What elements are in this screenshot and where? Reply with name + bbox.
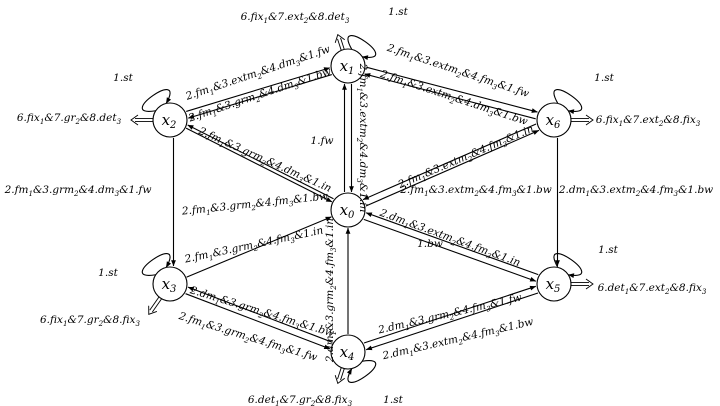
edge-x1-x6: [366, 66, 538, 113]
edge-label-x0-x1: 1.fw: [311, 135, 334, 147]
self-loop-label-x2: 1.st: [113, 72, 133, 84]
edge-label-x0-x5: 1.bw: [417, 238, 443, 250]
state-node-x6: x6: [536, 102, 572, 138]
edge-x2-x1: [186, 67, 331, 112]
edge-x3-x0: [186, 216, 332, 278]
state-node-x1: x1: [330, 48, 366, 84]
self-loop-label-x4: 1.st: [383, 394, 403, 406]
edge-x6-x0: [362, 123, 537, 201]
edge-x0-x6: [365, 129, 540, 207]
state-node-x0: x0: [330, 192, 366, 228]
edge-x0-x5: [363, 218, 537, 282]
exit-arrow-x5: [571, 278, 594, 290]
edge-label-x5-x0: 2.dm1&3.extm2&4.fm3&1.in: [376, 207, 522, 271]
state-node-x5: x5: [536, 266, 572, 302]
edge-x5-x4: [365, 292, 539, 351]
state-node-label-x5: x5: [546, 275, 561, 295]
self-loop-label-x3: 1.st: [98, 267, 118, 279]
self-loop-x1: [347, 35, 377, 61]
state-node-x2: x2: [152, 102, 188, 138]
edge-x1-x2: [187, 74, 332, 119]
exit-label-x1: 6.fix1&7.ext2&8.det3: [241, 11, 350, 25]
state-node-label-x4: x4: [340, 343, 355, 363]
exit-label-x2: 6.fix1&7.gr2&8.det3: [17, 112, 122, 126]
exit-arrow-x4: [334, 367, 345, 385]
edge-label-x3-x4: 2.fm1&3.grm2&4.fm3&1.fw: [176, 310, 319, 366]
self-loop-x2: [141, 89, 172, 112]
edge-label-x6-x1: 2.fm1&3.extm2&4.dm3&1.bw: [377, 68, 529, 130]
edge-x4-x3: [187, 286, 333, 343]
state-node-label-x0: x0: [340, 201, 355, 221]
state-node-label-x1: x1: [340, 57, 355, 77]
self-loop-x6: [553, 89, 583, 115]
self-loop-x3: [141, 253, 172, 276]
exit-label-x3: 6.fix1&7.gr2&8.fix3: [40, 314, 140, 328]
state-node-label-x3: x3: [162, 275, 177, 295]
edge-x4-x5: [363, 285, 537, 344]
exit-arrow-x6: [571, 114, 594, 126]
self-loop-x5: [553, 253, 583, 279]
exit-arrow-x3: [148, 296, 162, 315]
edge-label-x0-x6: 2.fm1&3.extm2&4.fm3&1.bw: [399, 184, 552, 198]
self-loop-label-x5: 1.st: [598, 244, 618, 256]
state-node-label-x6: x6: [546, 111, 561, 131]
exit-label-x5: 6.det1&7.ext2&8.fix3: [598, 282, 707, 296]
self-loop-label-x1: 1.st: [388, 6, 408, 18]
edge-label-x4-x0: 2.dm1&3.grm2&4.fm3&1.in: [324, 218, 338, 363]
edge-x5-x0: [365, 212, 539, 276]
edge-label-x6-x0: 2.fm1&3.extm2&4.fm3&1.in: [396, 123, 537, 193]
edge-x3-x4: [185, 293, 331, 350]
exit-label-x6: 6.fix1&7.ext2&8.fix3: [596, 114, 701, 128]
self-loop-label-x6: 1.st: [594, 72, 614, 84]
edge-label-x4-x3: 2.dm1&3.grm2&4.fm3&1.bw: [187, 284, 335, 341]
exit-label-x4: 6.det1&7.gr2&8.fix3: [248, 394, 353, 406]
edge-label-x3-x0: 2.fm1&3.grm2&4.fm3&1.in: [183, 224, 325, 267]
state-node-x4: x4: [330, 334, 366, 370]
edge-label-x6-x5: 2.dm1&3.extm2&4.fm3&1.bw: [558, 184, 713, 198]
edge-x2-x0: [185, 127, 333, 203]
edge-label-x1-x0: 2.fm1&3.extm2&4.dm3&1.in: [355, 63, 369, 213]
edge-x6-x1: [364, 73, 536, 120]
edge-label-x2-x3: 2.fm1&3.grm2&4.dm3&1.fw: [4, 184, 152, 198]
edge-label-x0-x2: 2.fm1&3.grm2&4.fm3&1.bw: [180, 190, 329, 219]
exit-arrow-x2: [130, 114, 153, 126]
edge-x0-x2: [187, 124, 334, 200]
state-node-label-x2: x2: [162, 111, 177, 131]
state-node-x3: x3: [152, 266, 188, 302]
self-loop-x4: [346, 360, 377, 383]
exit-arrow-x1: [334, 33, 345, 51]
